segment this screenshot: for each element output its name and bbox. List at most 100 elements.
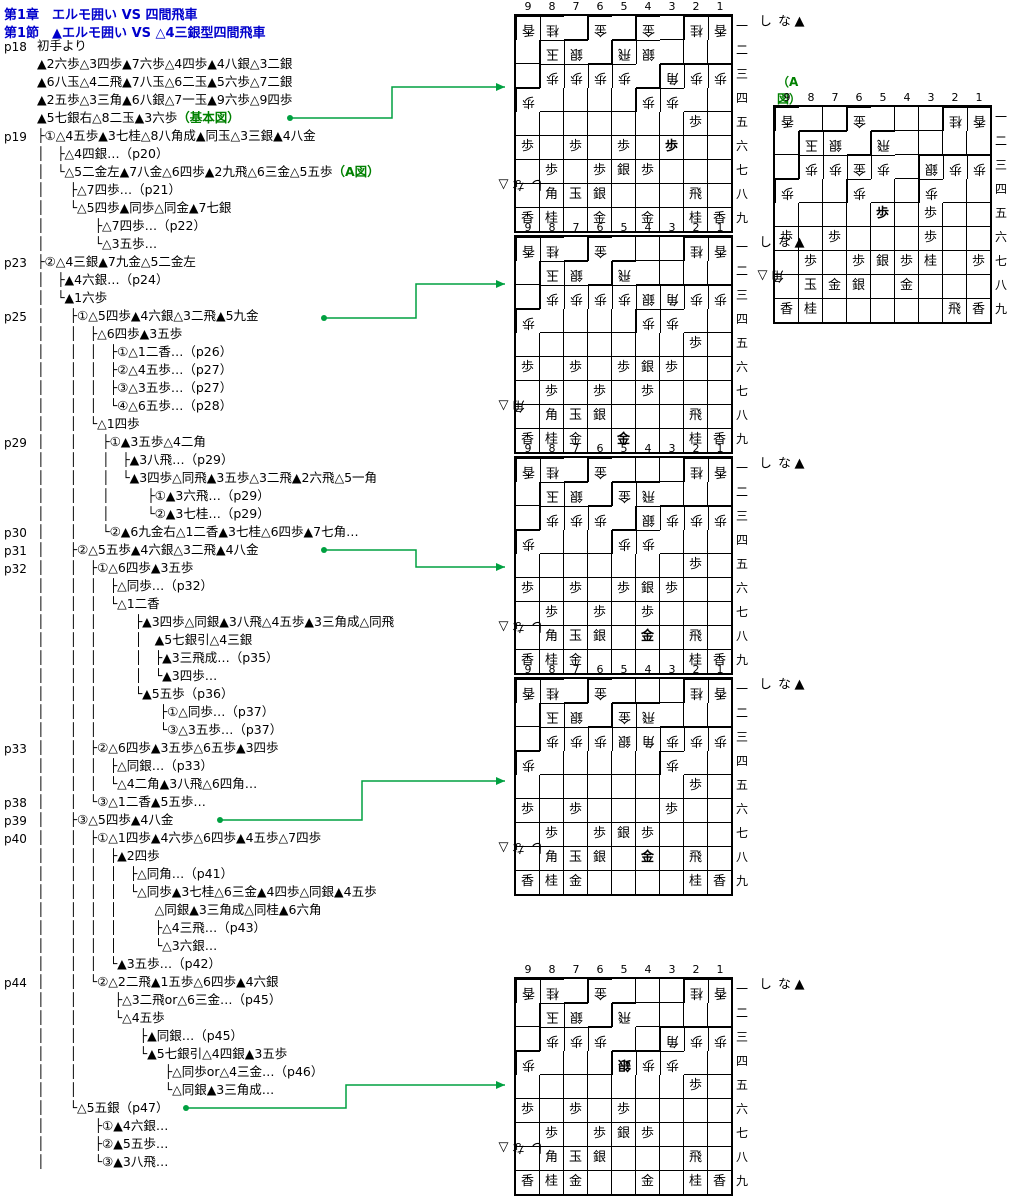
board-square bbox=[660, 679, 684, 703]
move-text: │ │ │ ├△同銀…（p33） bbox=[37, 758, 214, 773]
board-square: 歩 bbox=[684, 775, 708, 799]
column-number: 7 bbox=[572, 442, 580, 455]
board-square bbox=[684, 1099, 708, 1123]
move-line: │ │ ├①△1四歩▲4六歩△6四歩▲4五歩△7四歩 bbox=[37, 829, 321, 847]
board-square bbox=[612, 506, 636, 530]
board-square bbox=[919, 299, 943, 323]
board-square: 飛 bbox=[684, 847, 708, 871]
move-text: │ │ │ └▲3五歩…（p42） bbox=[37, 956, 222, 971]
board-square: 歩 bbox=[564, 1099, 588, 1123]
board-square bbox=[895, 107, 919, 131]
board-square bbox=[612, 1075, 636, 1099]
board-square bbox=[708, 823, 732, 847]
board-square bbox=[588, 871, 612, 895]
move-line: │ │ │ │ ▲5七銀引△4三銀 bbox=[37, 631, 252, 649]
move-line: │ │ │ └△4二角▲3八飛△6四角… bbox=[37, 775, 257, 793]
board-square bbox=[516, 160, 540, 184]
column-number: 5 bbox=[620, 963, 628, 976]
move-text: │ │ └△1四歩 bbox=[37, 416, 140, 431]
move-line: │ │ │ │ └△同歩▲3七桂△6三金▲4四歩△同銀▲4五歩 bbox=[37, 883, 377, 901]
board-square: 歩 bbox=[919, 203, 943, 227]
page-ref: p32 bbox=[4, 562, 27, 576]
row-number: 二 bbox=[736, 485, 749, 499]
row-number: 八 bbox=[995, 278, 1008, 292]
move-text: │ │ │ ├①▲3六飛…（p29） bbox=[37, 488, 270, 503]
move-text: │ │ │ │ ├△同角…（p41） bbox=[37, 866, 234, 881]
board-square bbox=[684, 482, 708, 506]
page-ref: p29 bbox=[4, 436, 27, 450]
board-square bbox=[564, 16, 588, 40]
board-square: 金 bbox=[564, 650, 588, 674]
board-square bbox=[516, 261, 540, 285]
board-square bbox=[684, 88, 708, 112]
board-square bbox=[660, 979, 684, 1003]
board-square bbox=[636, 261, 660, 285]
row-number: 一 bbox=[995, 110, 1008, 124]
column-number: 1 bbox=[716, 442, 724, 455]
move-text: │ │ │ ├▲2四歩 bbox=[37, 848, 160, 863]
column-number: 5 bbox=[620, 0, 628, 13]
board-square: 玉 bbox=[564, 184, 588, 208]
move-line: │ │ │ │ └▲3四歩… bbox=[37, 667, 217, 685]
board-square bbox=[823, 251, 847, 275]
move-line: │ └▲1六歩 bbox=[37, 289, 107, 307]
move-text: │ │ └②▲6九金右△1二香▲3七桂△6四歩▲7七角… bbox=[37, 524, 359, 539]
board-square bbox=[588, 703, 612, 727]
board-square bbox=[775, 131, 799, 155]
page-ref: p18 bbox=[4, 40, 27, 54]
move-text: │ └③▲3八飛… bbox=[37, 1154, 169, 1169]
board-square bbox=[895, 299, 919, 323]
board-square: 金 bbox=[636, 847, 660, 871]
board-square bbox=[588, 482, 612, 506]
board-square bbox=[588, 333, 612, 357]
board-square: 金 bbox=[588, 208, 612, 232]
move-line: │ └③▲3八飛… bbox=[37, 1153, 168, 1171]
move-line: │ │ │ └▲3五歩…（p42） bbox=[37, 955, 221, 973]
board-square bbox=[636, 458, 660, 482]
board-square bbox=[775, 155, 799, 179]
board-square bbox=[612, 679, 636, 703]
board-square bbox=[871, 179, 895, 203]
board-square: 歩 bbox=[588, 823, 612, 847]
move-line: ├①△4五歩▲3七桂△8八角成▲同玉△3三銀▲4八金 bbox=[37, 127, 316, 145]
black-hand: ▲なし bbox=[756, 235, 807, 251]
board-square: 金 bbox=[564, 1171, 588, 1195]
board-square: 歩 bbox=[612, 136, 636, 160]
board-square bbox=[684, 40, 708, 64]
board-square bbox=[636, 775, 660, 799]
board-square: 玉 bbox=[799, 275, 823, 299]
move-text: │ │ │ ├△同歩…（p32） bbox=[37, 578, 214, 593]
board-square: 歩 bbox=[636, 160, 660, 184]
board-square: 歩 bbox=[636, 381, 660, 405]
move-text: │ │ │ │ ├△4三飛…（p43） bbox=[37, 920, 267, 935]
section-title: 第1節 ▲エルモ囲い VS △4三銀型四間飛車 bbox=[4, 26, 266, 41]
board-square: 銀 bbox=[636, 578, 660, 602]
column-number: 5 bbox=[620, 442, 628, 455]
board-square: 歩 bbox=[540, 823, 564, 847]
board-square bbox=[708, 1123, 732, 1147]
board-square bbox=[871, 275, 895, 299]
board-square: 歩 bbox=[588, 381, 612, 405]
board-square bbox=[564, 823, 588, 847]
board-square bbox=[684, 799, 708, 823]
move-line: │ │ │ ├▲3四歩△同銀▲3八飛△4五歩▲3三角成△同飛 bbox=[37, 613, 394, 631]
move-line: │ │ └②▲6九金右△1二香▲3七桂△6四歩▲7七角… bbox=[37, 523, 359, 541]
board-square bbox=[636, 333, 660, 357]
board-square bbox=[540, 357, 564, 381]
board-square bbox=[775, 275, 799, 299]
board-square bbox=[516, 602, 540, 626]
column-number: 6 bbox=[596, 663, 604, 676]
board-square bbox=[871, 107, 895, 131]
board-square: 歩 bbox=[588, 160, 612, 184]
board-square bbox=[660, 1099, 684, 1123]
column-number: 3 bbox=[668, 442, 676, 455]
move-text: │ │ ├▲同銀…（p45） bbox=[37, 1028, 244, 1043]
board-square: 歩 bbox=[564, 357, 588, 381]
board-square bbox=[823, 107, 847, 131]
board-square bbox=[823, 179, 847, 203]
board-square bbox=[660, 1171, 684, 1195]
move-line: │ │ │ └△1二香 bbox=[37, 595, 160, 613]
board-square bbox=[612, 1171, 636, 1195]
row-number: 五 bbox=[736, 115, 749, 129]
board-square bbox=[612, 979, 636, 1003]
